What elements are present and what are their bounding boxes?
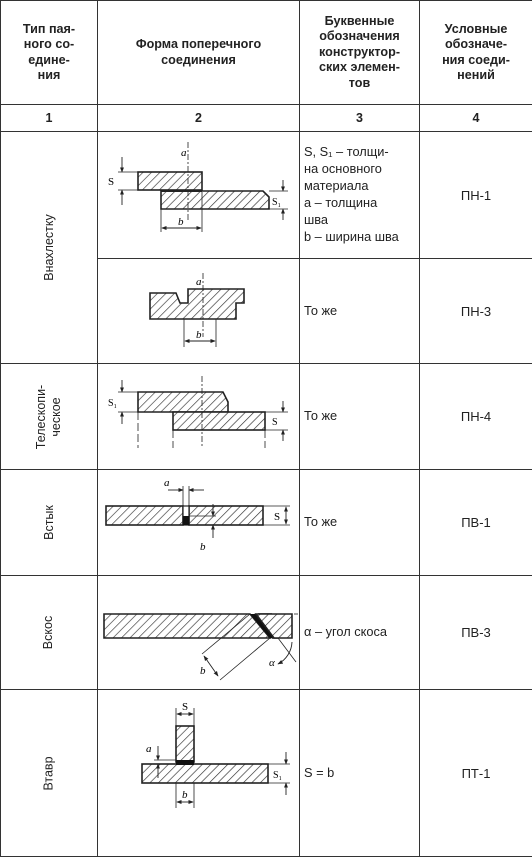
dim-a: a: [164, 477, 170, 489]
desc-pn4: То же: [300, 364, 420, 470]
scarf-joint-drawing: b α: [98, 576, 298, 684]
dim-a: a: [196, 276, 202, 288]
dim-s1: S₁: [108, 398, 117, 409]
col-number-4: 4: [420, 105, 532, 132]
type-cell-lap: Внахлестку: [1, 132, 98, 364]
header-shape: Форма поперечного соединения: [98, 1, 300, 105]
telescopic-joint-drawing: S₁ S: [98, 364, 298, 464]
code-pt1: ПТ-1: [420, 690, 532, 857]
dim-b: b: [182, 789, 188, 801]
desc-pv1: То же: [300, 470, 420, 576]
butt-joint-drawing: a b S: [98, 470, 298, 570]
diagram-pt1: S a b S₁: [98, 690, 300, 857]
diagram-pv3: b α: [98, 576, 300, 690]
dim-s: S: [182, 701, 188, 713]
header-codes: Условные обозначе- ния соеди- нений: [420, 1, 532, 105]
dim-b: b: [200, 665, 206, 677]
col-number-3: 3: [300, 105, 420, 132]
dim-s: S: [272, 417, 278, 428]
dim-a: a: [181, 147, 187, 159]
dim-s1: S₁: [272, 197, 281, 208]
lap-lock-joint-drawing: a b: [98, 259, 298, 358]
dim-a: a: [146, 743, 152, 755]
dim-b: b: [200, 541, 206, 553]
desc-pv3: α – угол скоса: [300, 576, 420, 690]
header-row: Тип пая- ного со- едине- ния Форма попер…: [1, 1, 532, 105]
table-row: Внахлестку S a b S₁: [1, 132, 532, 259]
header-type: Тип пая- ного со- едине- ния: [1, 1, 98, 105]
type-cell-butt: Встык: [1, 470, 98, 576]
dim-b: b: [196, 329, 202, 341]
code-pv3: ПВ-3: [420, 576, 532, 690]
code-pv1: ПВ-1: [420, 470, 532, 576]
code-pn4: ПН-4: [420, 364, 532, 470]
table-row: Встык a b S Т: [1, 470, 532, 576]
type-cell-telescopic: Телескопи- ческое: [1, 364, 98, 470]
code-pn3: ПН-3: [420, 259, 532, 364]
page: { "headers": { "col1": "Тип пая-\nного с…: [0, 0, 532, 832]
dim-s1: S₁: [273, 770, 282, 781]
type-cell-scarf: Вскос: [1, 576, 98, 690]
diagram-pn1: S a b S₁: [98, 132, 300, 259]
lap-joint-drawing: S a b S₁: [98, 132, 298, 253]
desc-pn1: S, S₁ – толщи- на основного материала a …: [300, 132, 420, 259]
desc-pn3: То же: [300, 259, 420, 364]
diagram-pn4: S₁ S: [98, 364, 300, 470]
table-row: Вскос b α α – угол скоса П: [1, 576, 532, 690]
column-numbers-row: 1 2 3 4: [1, 105, 532, 132]
table-row: Телескопи- ческое S₁ S То же: [1, 364, 532, 470]
col-number-2: 2: [98, 105, 300, 132]
dim-alpha: α: [269, 657, 275, 669]
code-pn1: ПН-1: [420, 132, 532, 259]
dim-b: b: [178, 216, 184, 228]
diagram-pn3: a b: [98, 259, 300, 364]
desc-pt1: S = b: [300, 690, 420, 857]
table-row: Втавр S a b: [1, 690, 532, 857]
dim-s: S: [274, 511, 280, 523]
type-cell-tee: Втавр: [1, 690, 98, 857]
dim-s: S: [108, 176, 114, 188]
tee-joint-drawing: S a b S₁: [98, 690, 298, 851]
col-number-1: 1: [1, 105, 98, 132]
header-letters: Буквенные обозначения конструктор- ских …: [300, 1, 420, 105]
diagram-pv1: a b S: [98, 470, 300, 576]
